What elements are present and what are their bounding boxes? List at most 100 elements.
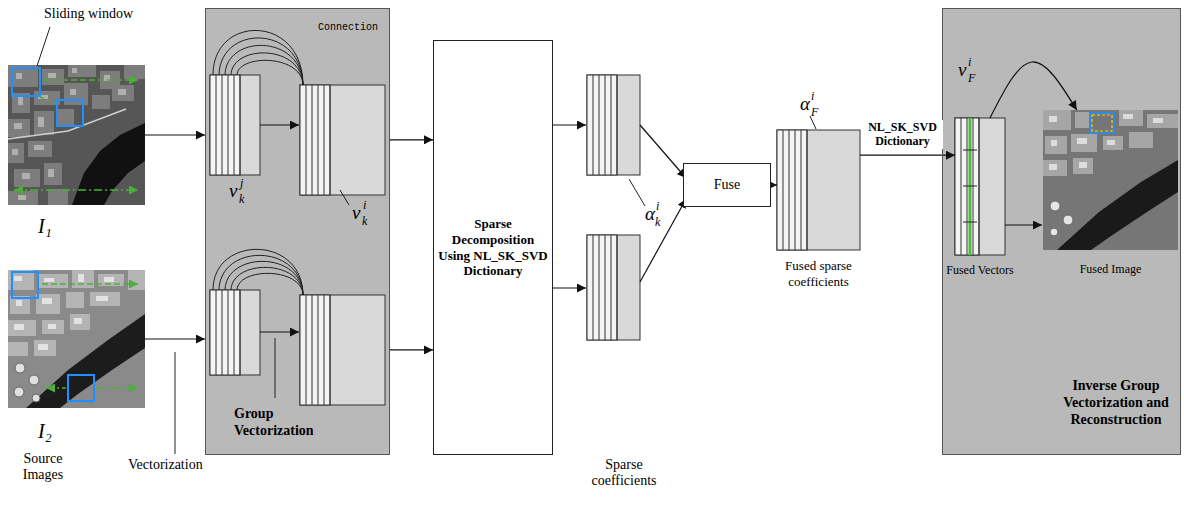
flow-arrow — [260, 125, 1042, 332]
arrow-connector — [860, 155, 955, 156]
fused-image — [1092, 115, 1112, 131]
connection-arc — [231, 53, 303, 85]
annotation-label: Sliding window — [44, 6, 133, 22]
label-holder: Source Images — [12, 451, 74, 483]
label-holder: i — [968, 56, 971, 68]
source-image: I₂ — [8, 270, 145, 408]
label-holder: i — [811, 90, 814, 102]
edge-label-holder: NL_SK_SVD Dictionary — [863, 120, 943, 149]
satellite-image — [72, 123, 145, 205]
node-label: I₁ — [38, 215, 52, 237]
satellite-image — [8, 65, 145, 205]
math-subscript: k — [239, 193, 244, 205]
math-symbol: α — [645, 204, 655, 223]
math-symbol: v — [229, 181, 237, 200]
label-holder: Vectorization — [128, 457, 203, 473]
label-holder: α — [645, 204, 655, 223]
scan-direction-arrow — [96, 387, 138, 389]
vector-stack — [961, 118, 979, 255]
vector-stack — [587, 75, 617, 175]
label-holder: v — [958, 60, 966, 79]
math-superscript: i — [656, 200, 659, 212]
node-label: Fused Image — [1080, 262, 1142, 277]
connection-arc — [237, 60, 303, 85]
label-holder: k — [362, 215, 367, 227]
process-panel: Fused VectorsFused ImageInverse Group Ve… — [942, 8, 1181, 455]
node-label: Inverse Group Vectorization and Reconstr… — [1058, 377, 1174, 428]
flow-arrow — [1005, 224, 1042, 225]
fused-image — [1063, 215, 1073, 225]
math-symbol: α — [800, 94, 810, 113]
scan-direction-arrow — [44, 79, 138, 81]
fused-image: Fused Image — [1043, 110, 1178, 250]
scan-direction-arrow — [40, 97, 55, 103]
vector-stack — [300, 295, 330, 405]
scan-direction-arrow — [14, 80, 138, 388]
vector-stack — [963, 150, 977, 222]
scan-direction-arrow — [42, 283, 138, 285]
leader-line — [340, 190, 349, 205]
label-holder: v — [229, 181, 237, 200]
connection-arc — [225, 45, 303, 85]
satellite-image — [8, 65, 145, 205]
connection-arc — [213, 30, 303, 295]
satellite-image — [8, 65, 145, 205]
satellite-image — [8, 270, 145, 408]
math-subscript: k — [655, 216, 660, 228]
panel-fill — [205, 8, 1181, 455]
process-panel: Group Vectorization — [205, 8, 390, 455]
fused-image — [1057, 160, 1178, 250]
edge-label: NL_SK_SVD Dictionary — [863, 120, 943, 149]
leader-line — [629, 179, 645, 206]
leader-line — [37, 27, 816, 454]
satellite-image — [8, 270, 145, 408]
node-label: I₂ — [38, 420, 52, 442]
leader-line — [175, 352, 176, 454]
satellite-image — [8, 109, 126, 139]
vector-stack — [593, 75, 617, 175]
satellite-image — [14, 387, 24, 397]
vector-stack — [306, 295, 330, 405]
connection-arc — [225, 261, 303, 295]
vector-stack — [300, 85, 330, 195]
sliding-window — [12, 68, 40, 96]
fused-image — [1050, 228, 1058, 236]
arrow-connector — [990, 62, 1077, 118]
satellite-image — [26, 314, 145, 408]
leader-line — [37, 27, 50, 66]
math-subscript: F — [811, 106, 818, 118]
vector-stack — [210, 75, 260, 175]
math-superscript: j — [240, 177, 243, 189]
vector-stack — [216, 290, 240, 375]
label-holder: i — [656, 200, 659, 212]
label-holder: F — [811, 106, 818, 118]
arrow-connector — [145, 134, 205, 135]
math-superscript: i — [968, 56, 971, 68]
vector-stack — [777, 130, 860, 250]
label-holder: j — [240, 177, 243, 189]
annotation-label: Vectorization — [128, 457, 203, 473]
arrow-connector — [145, 338, 205, 339]
math-superscript: i — [363, 199, 366, 211]
label-holder: Connection — [318, 22, 378, 33]
panel-fill — [942, 8, 1181, 455]
vector-stack — [587, 235, 640, 340]
satellite-image — [14, 363, 40, 402]
flow-arrow — [640, 125, 686, 178]
process-box: Fuse — [683, 163, 771, 207]
leader-line — [275, 338, 276, 398]
math-subscript: k — [362, 215, 367, 227]
vector-stack — [210, 290, 240, 375]
satellite-image — [15, 363, 25, 373]
arrow-connector — [771, 184, 777, 185]
vector-stack — [955, 118, 1005, 255]
fused-image — [1049, 114, 1163, 170]
node-label: Fuse — [684, 177, 770, 193]
fused-image — [1043, 110, 1178, 250]
connection-arc — [213, 30, 303, 85]
satellite-image — [14, 274, 114, 350]
vector-stack — [300, 295, 385, 405]
vector-stack — [300, 85, 385, 195]
